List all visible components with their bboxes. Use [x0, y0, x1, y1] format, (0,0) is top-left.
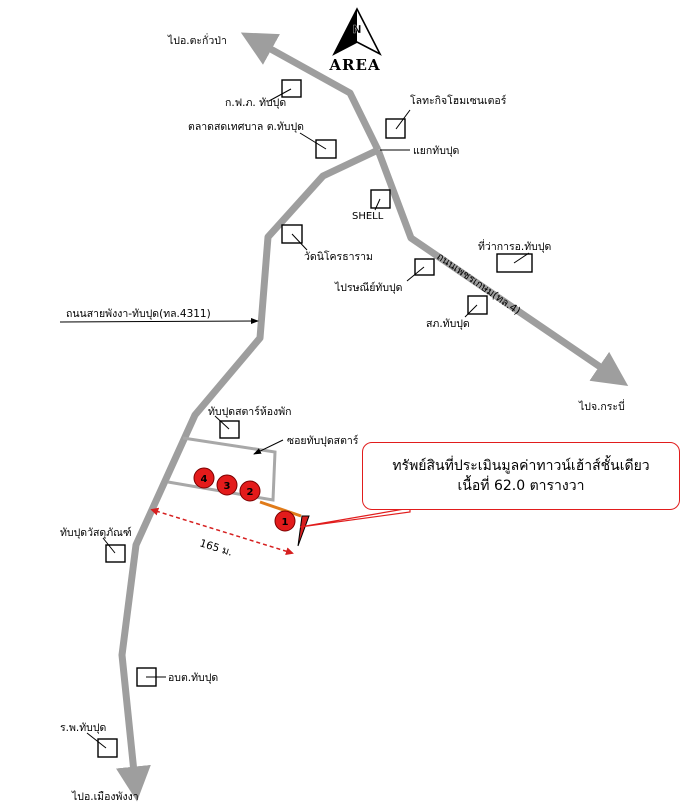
svg-text:N: N — [352, 23, 361, 36]
shell-icon — [370, 189, 391, 209]
pea-icon — [281, 79, 302, 98]
road-to-takua-pa — [240, 32, 382, 152]
distance-label: 165 ม. — [198, 537, 234, 558]
plot-marker-4: 4 — [193, 467, 215, 489]
property-callout: ทรัพย์สินที่ประเมินมูลค่าทาวน์เฮ้าส์ชั้น… — [362, 442, 680, 510]
label-police: สภ.ทับปุด — [426, 318, 470, 330]
callout-line-2: เนื้อที่ 62.0 ตารางวา — [457, 478, 585, 494]
label-sao: อบต.ทับปุด — [168, 672, 218, 684]
callout-line-1: ทรัพย์สินที่ประเมินมูลค่าทาวน์เฮ้าส์ชั้น… — [392, 458, 650, 474]
label-junction: แยกทับปุด — [413, 145, 459, 157]
label-to-phangnga: ไปอ.เมืองพังงา — [71, 790, 139, 803]
svg-text:4: 4 — [201, 474, 208, 485]
plot-marker-1: 1 — [274, 510, 296, 532]
label-hospital: ร.พ.ทับปุด — [60, 722, 106, 734]
label-phangnga-road: ถนนสายพังงา-ทับปุด(ทล.4311) — [66, 308, 211, 320]
callout-pointer — [299, 507, 411, 528]
label-pea: ก.ฟ.ภ. ทับปุด — [225, 97, 286, 109]
material-shop-icon — [105, 544, 126, 563]
plot-marker-3: 3 — [216, 474, 238, 496]
road-petchkasem — [374, 148, 629, 387]
lotus-icon — [385, 118, 406, 139]
plot-marker-2: 2 — [239, 480, 261, 502]
label-to-takua-pa: ไปอ.ตะกั่วป่า — [167, 33, 227, 47]
subject-property-marker — [297, 515, 310, 547]
road-phangnga-thapput — [116, 146, 380, 802]
label-post-office: ไปรษณีย์ทับปุด — [334, 281, 402, 294]
label-material-shop: ทับปุดวัสดุภัณฑ์ — [60, 526, 132, 539]
north-arrow-icon: N — [332, 7, 382, 56]
svg-text:2: 2 — [247, 487, 254, 498]
svg-text:3: 3 — [224, 481, 231, 492]
distance-arrow — [150, 507, 294, 556]
label-apartment: ทับปุดสตาร์ห้องพัก — [208, 405, 291, 418]
label-district-office: ที่ว่าการอ.ทับปุด — [478, 239, 551, 253]
hospital-icon — [97, 738, 118, 758]
svg-text:1: 1 — [282, 517, 289, 528]
label-lotus: โลทะกิจโฮมเซนเตอร์ — [410, 94, 507, 107]
label-temple: วัดนิโครธาราม — [304, 250, 373, 263]
label-to-krabi: ไปจ.กระบี่ — [578, 399, 625, 413]
label-market: ตลาดสดเทศบาล ต.ทับปุด — [188, 121, 304, 133]
area-logo-text: AREA — [329, 56, 381, 74]
label-shell: SHELL — [352, 211, 384, 222]
label-soi-star: ซอยทับปุดสตาร์ — [287, 434, 359, 447]
